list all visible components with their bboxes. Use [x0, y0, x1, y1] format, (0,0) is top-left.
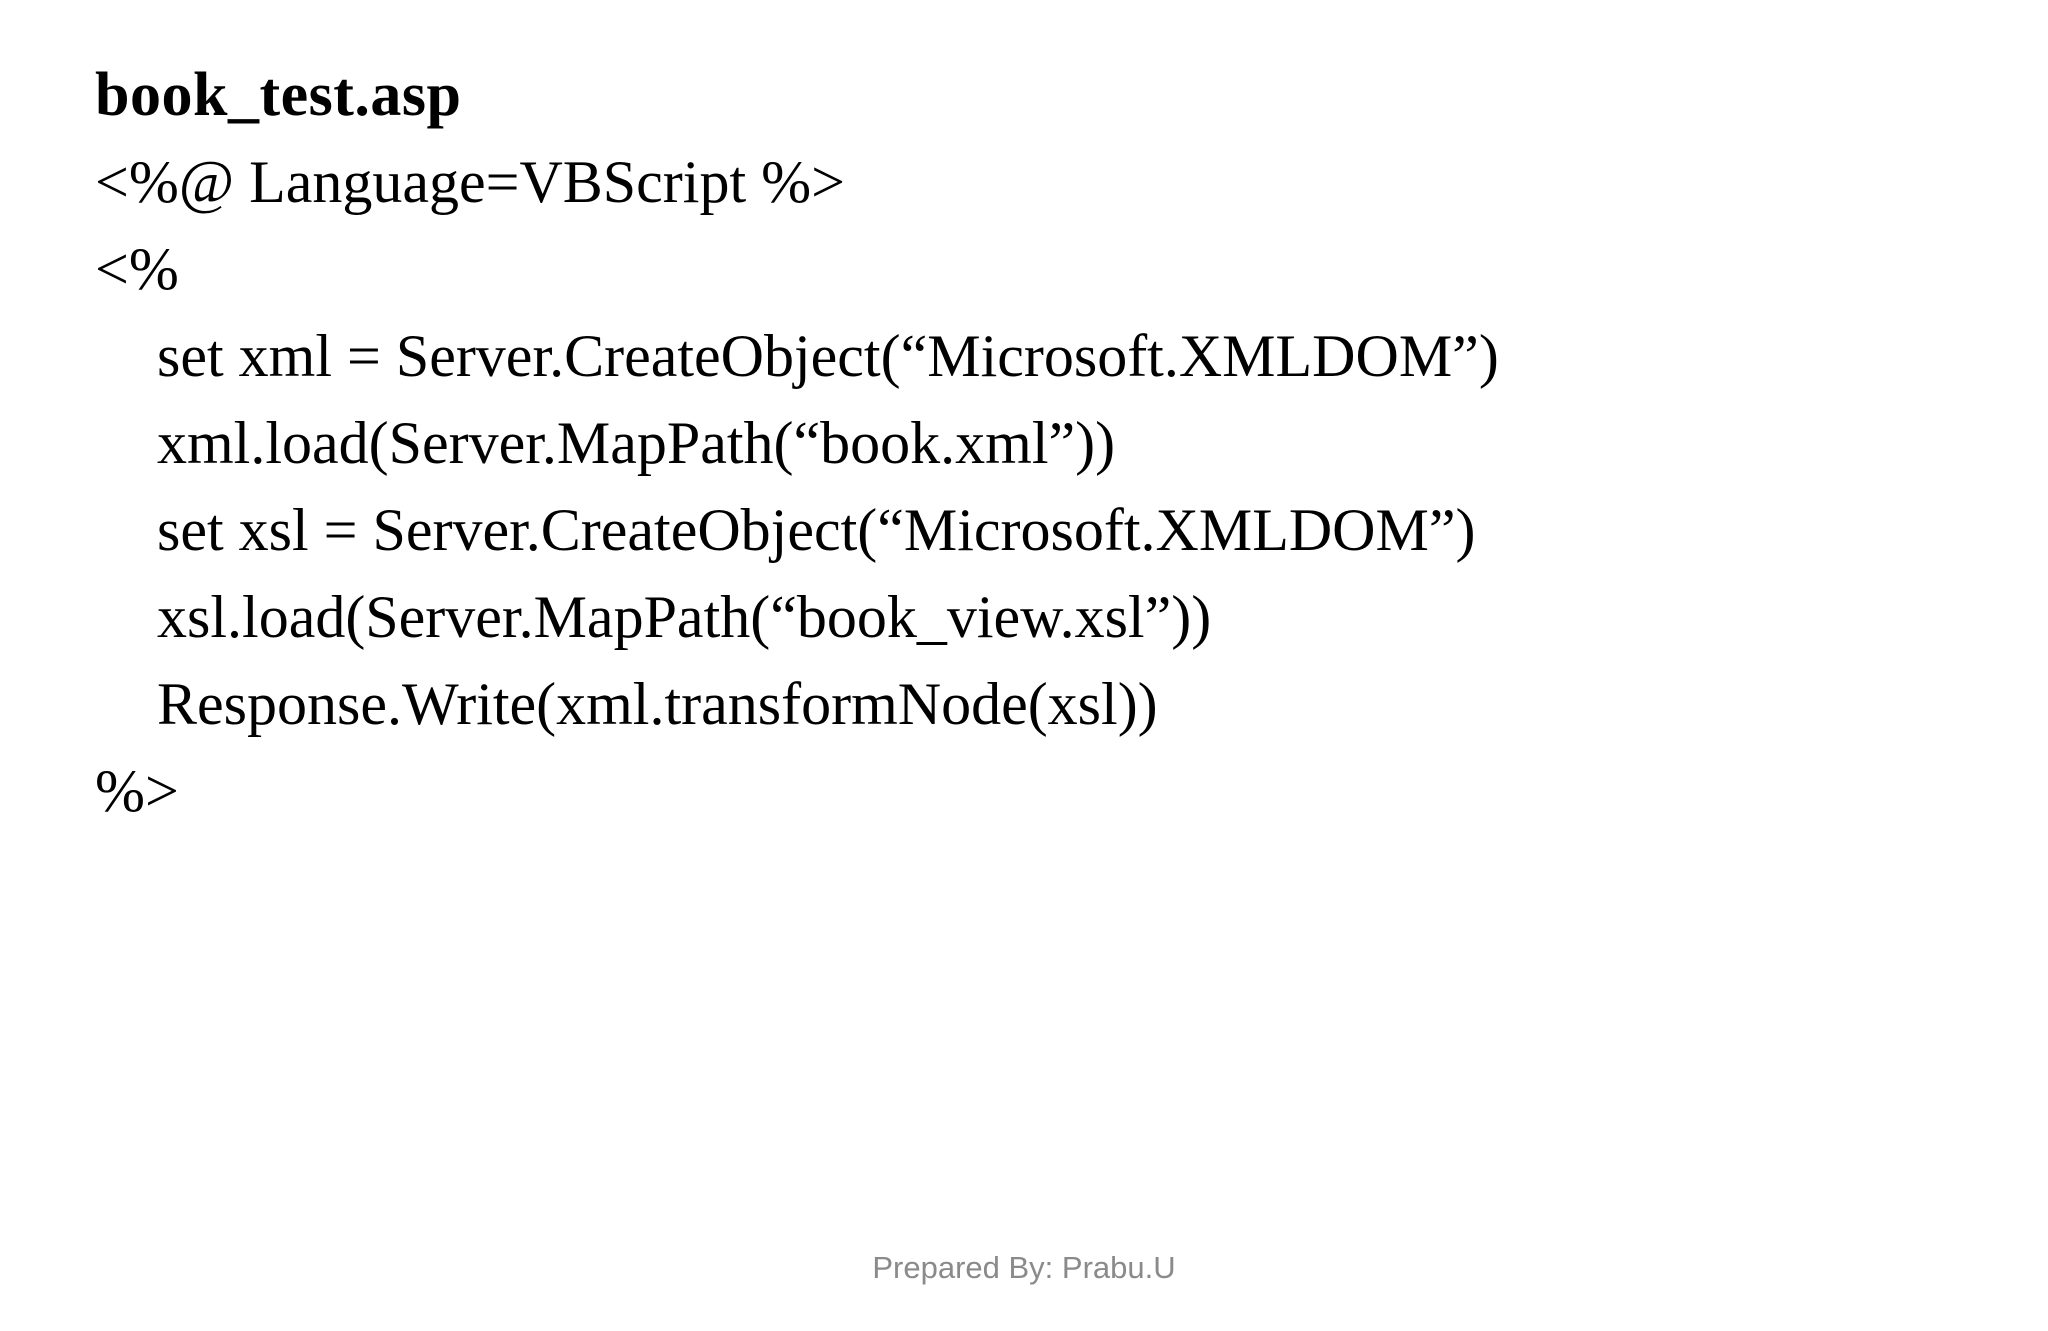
footer-credit: Prepared By: Prabu.U [872, 1250, 1176, 1285]
code-line: xml.load(Server.MapPath(“book.xml”)) [157, 410, 1116, 476]
code-line: xsl.load(Server.MapPath(“book_view.xsl”)… [157, 584, 1212, 650]
code-line: <% [95, 236, 179, 302]
code-content: book_test.asp <%@ Language=VBScript %> <… [95, 52, 2008, 835]
code-line: %> [95, 758, 179, 824]
page-title: book_test.asp [95, 61, 462, 129]
code-line: set xsl = Server.CreateObject(“Microsoft… [157, 497, 1476, 563]
code-line: <%@ Language=VBScript %> [95, 149, 845, 215]
code-line: Response.Write(xml.transformNode(xsl)) [157, 671, 1158, 737]
code-line: set xml = Server.CreateObject(“Microsoft… [157, 323, 1499, 389]
